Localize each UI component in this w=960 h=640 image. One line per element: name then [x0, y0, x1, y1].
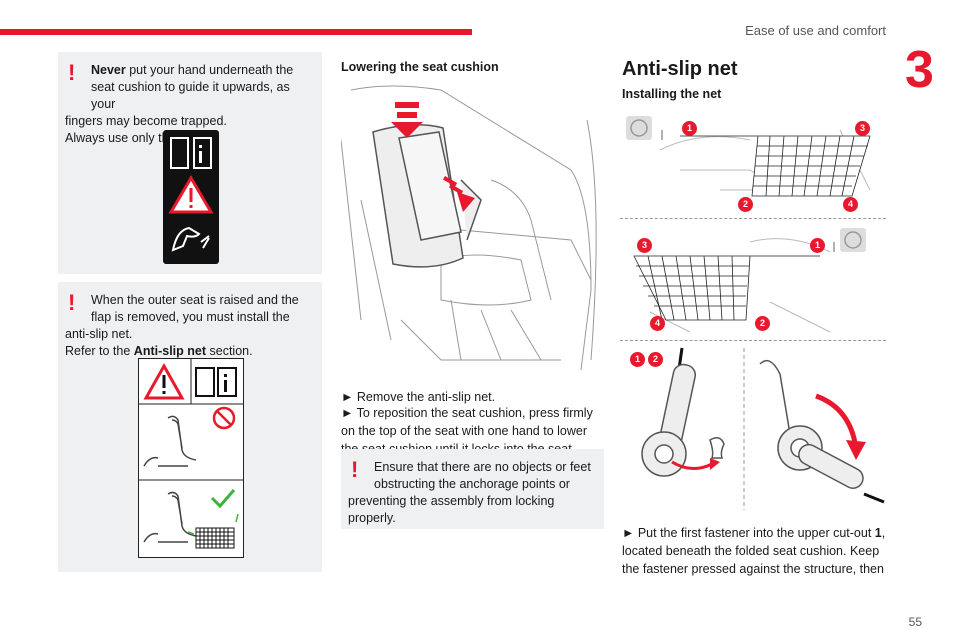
warning-triangle-icon — [168, 175, 214, 214]
section-heading-anti-slip: Anti-slip net — [622, 58, 738, 80]
manual-icon — [195, 367, 237, 397]
step-remove-net: ► Remove the anti-slip net. — [341, 390, 496, 404]
badge-1: 1 — [630, 352, 645, 367]
warning-box-obstruction: ! Ensure that there are no objects or fe… — [341, 449, 604, 529]
raised-seat — [372, 124, 482, 268]
badge-3: 3 — [855, 121, 870, 136]
steering-wheel-icon — [626, 116, 663, 140]
badge-2: 2 — [648, 352, 663, 367]
net-mesh — [751, 135, 871, 197]
seat-no-net-icon — [143, 415, 197, 467]
warning-text-3: properly. — [348, 510, 396, 525]
prohibited-icon — [212, 406, 236, 430]
fastener-left — [641, 347, 697, 477]
seat-cushion-illustration — [341, 85, 597, 371]
warning-text-3: Refer to the Anti-slip net section. — [65, 343, 253, 358]
lock-arrow — [443, 176, 475, 212]
warning-triangle-icon — [143, 362, 185, 400]
divider-1 — [620, 218, 886, 219]
header-accent-bar — [0, 29, 472, 35]
chapter-number: 3 — [905, 41, 934, 99]
press-down-arrow — [391, 102, 423, 138]
net-install-top-illustration — [626, 116, 871, 197]
fastener-right — [759, 359, 864, 489]
fastener-illustration — [641, 347, 885, 510]
warning-icon: ! — [68, 290, 76, 315]
divider-2 — [620, 340, 886, 341]
check-icon — [210, 489, 236, 509]
badge-2: 2 — [738, 197, 753, 212]
header-title: Ease of use and comfort — [745, 23, 886, 38]
badge-4: 4 — [843, 197, 858, 212]
warning-text: When the outer seat is raised and the fl… — [91, 293, 299, 324]
page-number: 55 — [908, 615, 922, 629]
manual-icon — [170, 137, 212, 169]
rotate-arrow — [815, 393, 859, 449]
badge-3: 3 — [637, 238, 652, 253]
badge-1: 1 — [810, 238, 825, 253]
safety-pictograms — [163, 130, 219, 264]
badge-2: 2 — [755, 316, 770, 331]
seat-pictograms — [138, 358, 244, 558]
warning-text: Never put your hand underneath the seat … — [91, 63, 294, 111]
hand-trap-icon — [171, 226, 210, 252]
warning-icon: ! — [68, 60, 76, 85]
insert-arrow — [671, 460, 713, 470]
warning-text-2: preventing the assembly from locking — [348, 493, 555, 508]
net-mesh — [633, 255, 751, 321]
sub-heading-installing: Installing the net — [622, 87, 722, 101]
warning-text-2: anti-slip net. — [65, 326, 133, 341]
section-heading-lowering: Lowering the seat cushion — [341, 60, 499, 74]
net-grid-icon — [195, 527, 235, 549]
warning-icon: ! — [351, 457, 359, 482]
steering-wheel-icon — [833, 228, 866, 252]
badge-4: 4 — [650, 316, 665, 331]
warning-box-strap: ! Never put your hand underneath the sea… — [58, 52, 322, 274]
warning-box-anti-slip: ! When the outer seat is raised and the … — [58, 282, 322, 572]
seat-with-net-icon — [143, 491, 197, 543]
warning-text: Ensure that there are no objects or feet… — [374, 460, 591, 491]
net-install-bottom-illustration — [633, 228, 866, 333]
step-first-fastener: ► Put the first fastener into the upper … — [622, 526, 886, 577]
badge-1: 1 — [682, 121, 697, 136]
cut-out — [709, 437, 725, 459]
warning-text-2: fingers may become trapped. — [65, 113, 227, 128]
